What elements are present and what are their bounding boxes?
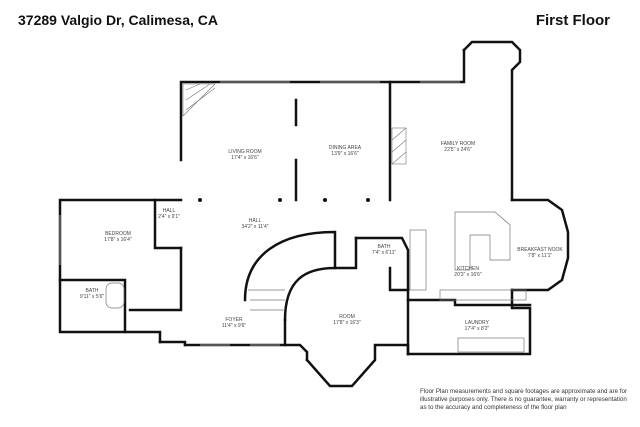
disclaimer-text: Floor Plan measurements and square foota… (420, 388, 628, 411)
room-label-laundry: LAUNDRY 17'4" x 8'2" (465, 320, 490, 332)
room-dims: 13'9" x 16'6" (331, 151, 359, 157)
room-name: ROOM (339, 314, 355, 320)
room-dims: 22'5" x 24'6" (444, 147, 472, 153)
room-label-breakfast-nook: BREAKFAST NOOK 7'8" x 11'1" (517, 247, 562, 259)
room-label-hall-small: HALL 2'4" x 9'1" (158, 208, 180, 220)
room-name: HALL (248, 218, 262, 224)
room-label-kitchen: KITCHEN 20'3" x 16'6" (454, 266, 481, 278)
room-label-bath-kitchen: BATH 7'4" x 6'11" (372, 244, 396, 256)
room-label-dining-area: DINING AREA 13'9" x 16'6" (329, 145, 361, 157)
room-dims: 9'11" x 5'6" (79, 294, 105, 300)
room-dims: 17'4" x 16'6" (231, 155, 259, 161)
room-dims: 11'4" x 9'6" (221, 323, 247, 329)
room-dims: 2'4" x 9'1" (158, 214, 180, 220)
room-name: HALL (162, 208, 176, 214)
room-name: LAUNDRY (465, 320, 489, 326)
room-name: BATH (377, 244, 391, 250)
room-name: KITCHEN (457, 266, 479, 272)
room-name: FAMILY ROOM (440, 141, 476, 147)
room-label-living-room: LIVING ROOM 17'4" x 16'6" (228, 149, 261, 161)
room-label-hall: HALL 34'2" x 11'4" (241, 218, 268, 230)
room-name: BATH (85, 288, 99, 294)
room-dims: 17'4" x 8'2" (464, 326, 490, 332)
floor-title: First Floor (535, 12, 610, 29)
property-address: 37289 Valgio Dr, Calimesa, CA (18, 12, 218, 28)
room-label-bath-bedroom: BATH 9'11" x 5'6" (80, 288, 104, 300)
room-name: FOYER (225, 317, 243, 323)
room-dims: 20'3" x 16'6" (454, 272, 482, 278)
room-dims: 17'8" x 16'4" (104, 237, 132, 243)
room-name: DINING AREA (328, 145, 362, 151)
room-dims: 34'2" x 11'4" (241, 224, 269, 230)
room-dims: 7'8" x 11'1" (527, 253, 553, 259)
room-name: BREAKFAST NOOK (517, 247, 563, 253)
room-label-room: ROOM 17'8" x 16'3" (333, 314, 360, 326)
room-dims: 7'4" x 6'11" (371, 250, 397, 256)
room-label-bedroom: BEDROOM 17'8" x 16'4" (104, 231, 131, 243)
room-label-foyer: FOYER 11'4" x 9'6" (222, 317, 246, 329)
room-name: LIVING ROOM (228, 149, 262, 155)
room-label-family-room: FAMILY ROOM 22'5" x 24'6" (441, 141, 475, 153)
room-name: BEDROOM (105, 231, 131, 237)
room-dims: 17'8" x 16'3" (333, 320, 361, 326)
